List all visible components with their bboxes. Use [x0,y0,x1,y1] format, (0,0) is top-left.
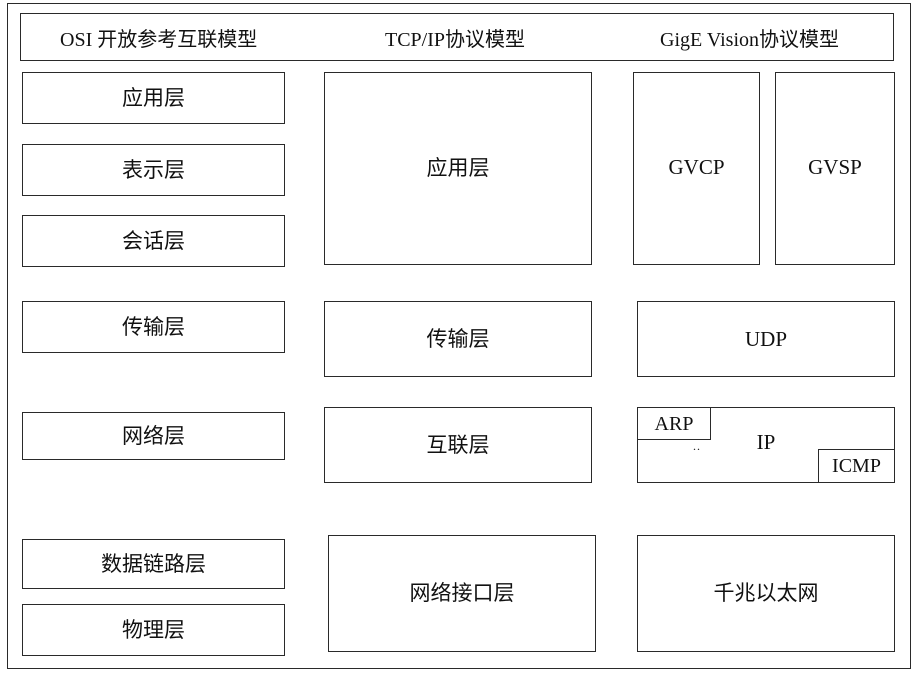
gige-gigabit-ethernet-layer: 千兆以太网 [637,535,895,652]
tcpip-application-layer: 应用层 [324,72,592,265]
diagram-frame [7,3,911,669]
tcpip-network-interface-layer: 网络接口层 [328,535,596,652]
gige-icmp-box: ICMP [818,449,895,483]
tcpip-transport-layer: 传输层 [324,301,592,377]
gige-gvcp-layer: GVCP [633,72,760,265]
osi-network-layer: 网络层 [22,412,285,460]
osi-application-layer: 应用层 [22,72,285,124]
ip-label: IP [756,429,776,454]
tcpip-model-heading: TCP/IP协议模型 [385,28,526,51]
separator-dots: .. [693,439,701,453]
tcpip-internet-layer: 互联层 [324,407,592,483]
osi-physical-layer: 物理层 [22,604,285,656]
gige-vision-model-heading: GigE Vision协议模型 [660,28,839,51]
gige-gvsp-layer: GVSP [775,72,895,265]
osi-presentation-layer: 表示层 [22,144,285,196]
osi-transport-layer: 传输层 [22,301,285,353]
header-bar [20,13,894,61]
osi-data-link-layer: 数据链路层 [22,539,285,589]
gige-udp-layer: UDP [637,301,895,377]
osi-model-heading: OSI 开放参考互联模型 [60,28,258,51]
osi-session-layer: 会话层 [22,215,285,267]
gige-arp-box: ARP [637,407,711,440]
